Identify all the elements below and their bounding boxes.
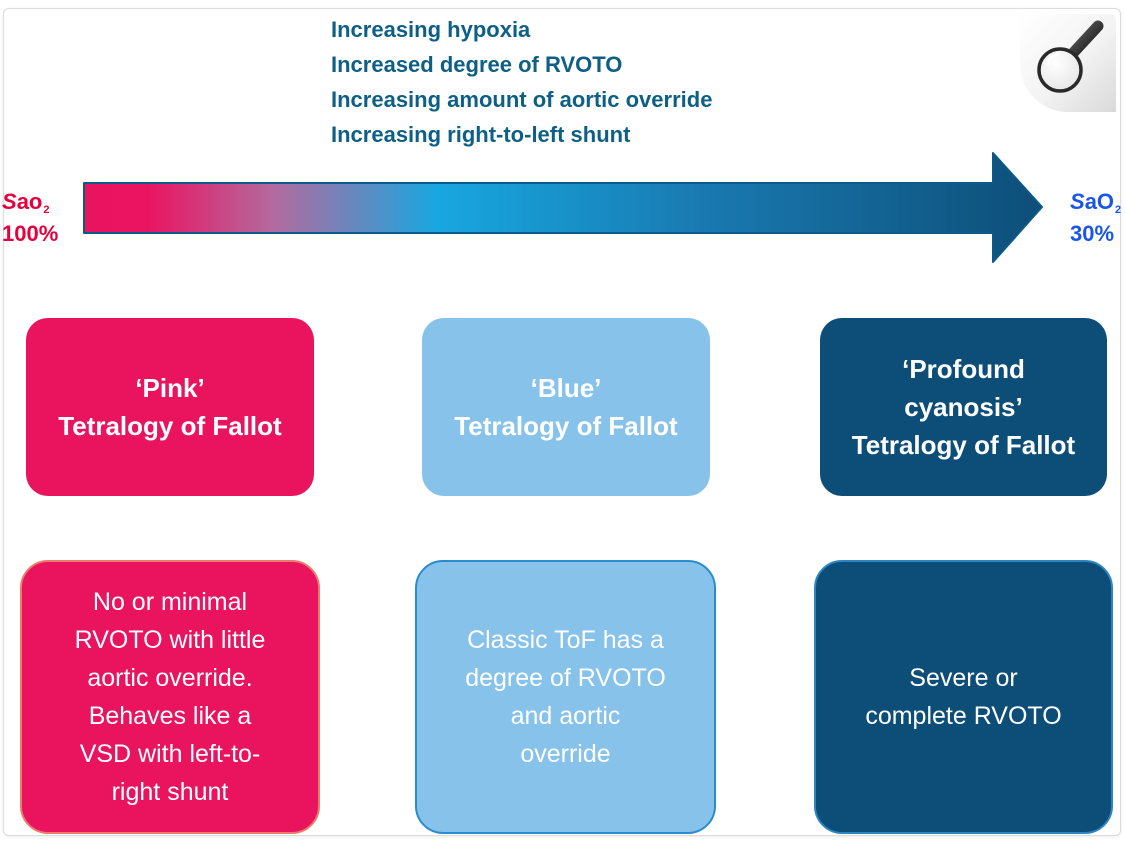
sao-symbol-s: S: [2, 189, 17, 214]
progression-line: Increased degree of RVOTO: [331, 52, 623, 77]
sao-symbol-s: S: [1070, 189, 1085, 214]
zoom-button[interactable]: [1020, 14, 1116, 112]
category-title: ‘Pink’ Tetralogy of Fallot: [58, 373, 282, 441]
sao-subscript: 2: [1115, 204, 1122, 216]
magnifier-icon: [1037, 20, 1104, 93]
pink-tof-description-box: No or minimal RVOTO with little aortic o…: [20, 560, 320, 834]
progression-line: Increasing hypoxia: [331, 17, 531, 42]
sao-subscript: 2: [43, 204, 50, 216]
pink-tof-title-box: ‘Pink’ Tetralogy of Fallot: [26, 318, 314, 496]
progression-line: Increasing right-to-left shunt: [331, 122, 631, 147]
blue-tof-title-box: ‘Blue’ Tetralogy of Fallot: [422, 318, 710, 496]
profound-cyanosis-tof-description-box: Severe or complete RVOTO: [814, 560, 1113, 834]
saturation-start-value: 100%: [2, 221, 59, 246]
category-description: Severe or complete RVOTO: [865, 664, 1062, 730]
category-title: ‘Profound cyanosis’ Tetralogy of Fallot: [851, 354, 1076, 460]
sao-symbol-rest: ao: [16, 189, 43, 214]
blue-tof-description-box: Classic ToF has a degree of RVOTO and ao…: [415, 560, 716, 834]
category-title: ‘Blue’ Tetralogy of Fallot: [454, 373, 678, 441]
sao-symbol-rest: aO: [1084, 189, 1115, 214]
category-description: No or minimal RVOTO with little aortic o…: [74, 588, 266, 806]
progression-list: Increasing hypoxia Increased degree of R…: [331, 12, 712, 152]
saturation-end-value: 30%: [1070, 221, 1115, 246]
profound-cyanosis-tof-title-box: ‘Profound cyanosis’ Tetralogy of Fallot: [820, 318, 1107, 496]
saturation-end-label: SaO2 30%: [1070, 188, 1121, 248]
progression-arrow: [83, 152, 1043, 263]
category-description: Classic ToF has a degree of RVOTO and ao…: [465, 626, 666, 768]
progression-line: Increasing amount of aortic override: [331, 87, 713, 112]
saturation-start-label: Sao2 100%: [2, 188, 58, 248]
